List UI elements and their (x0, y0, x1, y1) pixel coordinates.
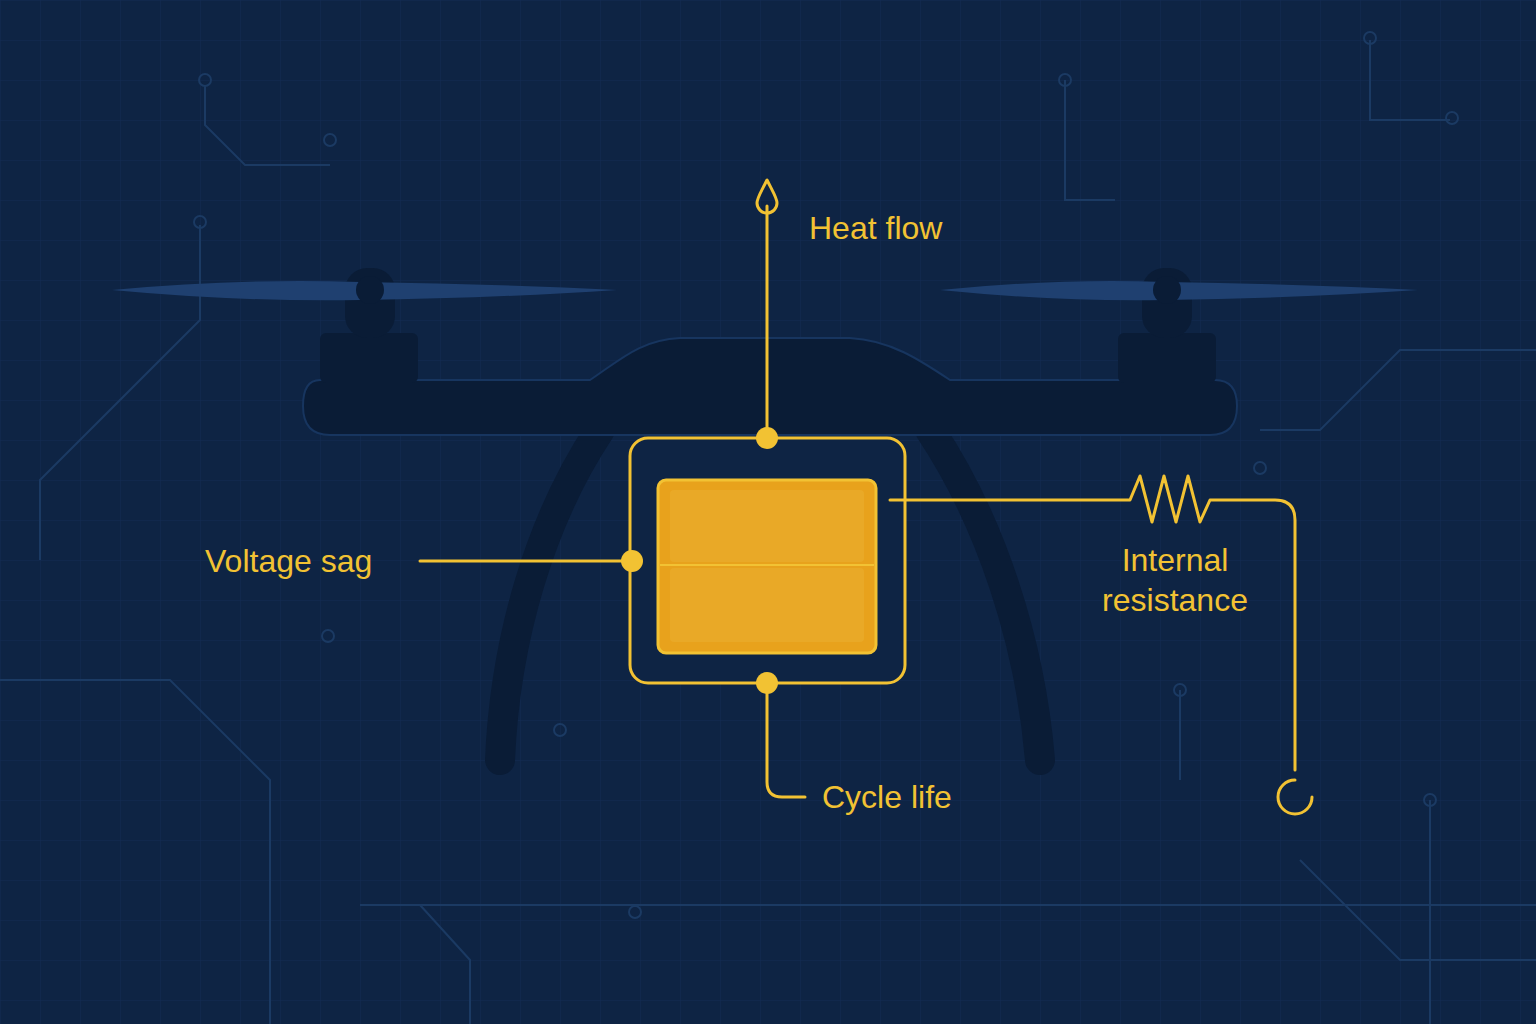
battery-cell (670, 568, 864, 642)
drone-body (303, 338, 1237, 435)
battery-pack (658, 480, 876, 653)
circuit-traces-part (1300, 860, 1536, 960)
voltage-leader (420, 560, 632, 563)
cell-divider (660, 564, 874, 566)
circuit-traces-part (1446, 112, 1458, 124)
circuit-traces-part (194, 216, 206, 228)
circuit-traces-part (1260, 350, 1536, 430)
circuit-traces-part (629, 906, 641, 918)
propeller-cap (356, 276, 384, 304)
callout-dots-part (621, 550, 643, 572)
heat-drop (757, 180, 777, 213)
drone (112, 268, 1418, 760)
circuit-traces-part (205, 85, 330, 165)
motor-hub (1142, 268, 1192, 338)
motor (320, 333, 418, 383)
heat-label: Heat flow (809, 208, 942, 248)
circuit-traces (0, 32, 1536, 1024)
circuit-traces-part (199, 74, 211, 86)
motor (1118, 333, 1216, 383)
circuit-traces-part (360, 904, 1536, 906)
cycle-leader (767, 683, 805, 797)
circuit-traces-part (1065, 80, 1115, 200)
motor-hub (345, 268, 395, 338)
circuit-traces-part (1059, 74, 1071, 86)
circuit-traces-part (322, 630, 334, 642)
propeller-cap (1153, 276, 1181, 304)
callout-dots (621, 427, 778, 694)
circuit-traces-part (40, 225, 200, 560)
heat-leader (766, 206, 769, 438)
landing-legs-part (500, 430, 600, 760)
callout-dots-part (756, 672, 778, 694)
battery-cell (670, 490, 864, 562)
battery (630, 438, 905, 683)
circuit-traces-part (1254, 462, 1266, 474)
terminal-ring (1278, 780, 1312, 814)
circuit-traces-part (1364, 32, 1376, 44)
circuit-traces-part (1424, 794, 1436, 806)
circuit-traces-part (1174, 684, 1186, 696)
circuit-traces-part (420, 905, 470, 1024)
circuit-traces-part (1179, 690, 1181, 780)
circuit-traces-part (324, 134, 336, 146)
circuit-traces-part (554, 724, 566, 736)
callouts (420, 180, 1312, 814)
circuit-traces-part (0, 680, 270, 1024)
callout-dots-part (756, 427, 778, 449)
circuit-traces-part (1429, 800, 1431, 1024)
voltage-label: Voltage sag (205, 541, 372, 581)
resistance-label: Internal resistance (1065, 540, 1285, 620)
landing-legs-part (930, 430, 1040, 760)
resistor-symbol (890, 476, 1295, 770)
landing-legs (500, 430, 1040, 760)
circuit-traces-part (1370, 40, 1450, 120)
cycle-label: Cycle life (822, 777, 952, 817)
battery-frame (630, 438, 905, 683)
